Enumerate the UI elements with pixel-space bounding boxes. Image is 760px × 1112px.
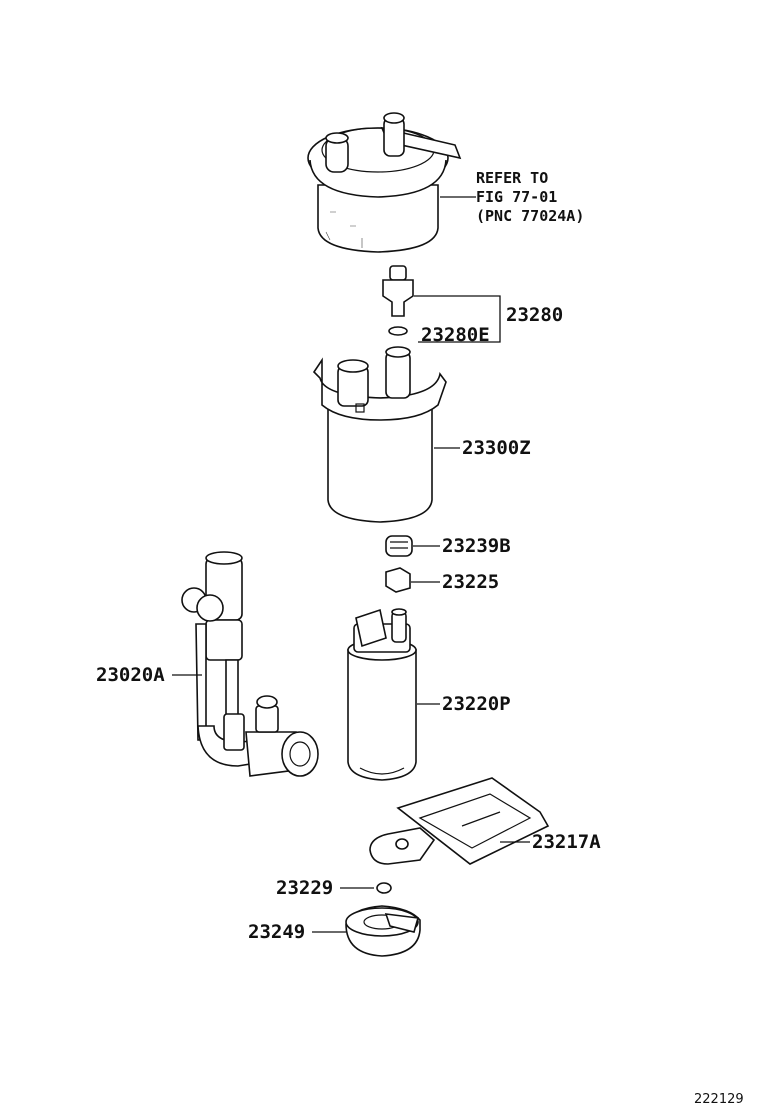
collar-23225	[385, 567, 440, 593]
label-23225: 23225	[442, 571, 499, 593]
cushion-23239b	[385, 535, 440, 557]
suction-filter	[369, 777, 550, 865]
label-23229: 23229	[276, 877, 333, 899]
reference-note: REFER TO FIG 77-01 (PNC 77024A)	[476, 169, 584, 225]
cushion-23249	[312, 905, 421, 957]
fuel-filter	[312, 346, 460, 523]
fuel-pump	[347, 608, 440, 781]
label-23239b: 23239B	[442, 535, 511, 557]
label-23300z: 23300Z	[462, 437, 531, 459]
label-23280e: 23280E	[421, 324, 490, 346]
clip-23229	[340, 882, 392, 894]
reference-line-1: REFER TO	[476, 169, 548, 187]
figure-number: 222129	[694, 1092, 744, 1107]
label-23280: 23280	[506, 304, 563, 326]
label-23249: 23249	[248, 921, 305, 943]
fuel-pump-bracket-assembly	[307, 112, 476, 253]
fuel-tube-assembly	[172, 551, 319, 777]
reference-line-3: (PNC 77024A)	[476, 207, 584, 225]
reference-line-2: FIG 77-01	[476, 188, 557, 206]
callout-labels: 23280 23280E 23300Z 23239B 23225 23020A …	[96, 304, 601, 943]
label-23220p: 23220P	[442, 693, 511, 715]
pressure-regulator	[382, 265, 501, 343]
label-23217a: 23217A	[532, 831, 601, 853]
label-23020a: 23020A	[96, 664, 165, 686]
